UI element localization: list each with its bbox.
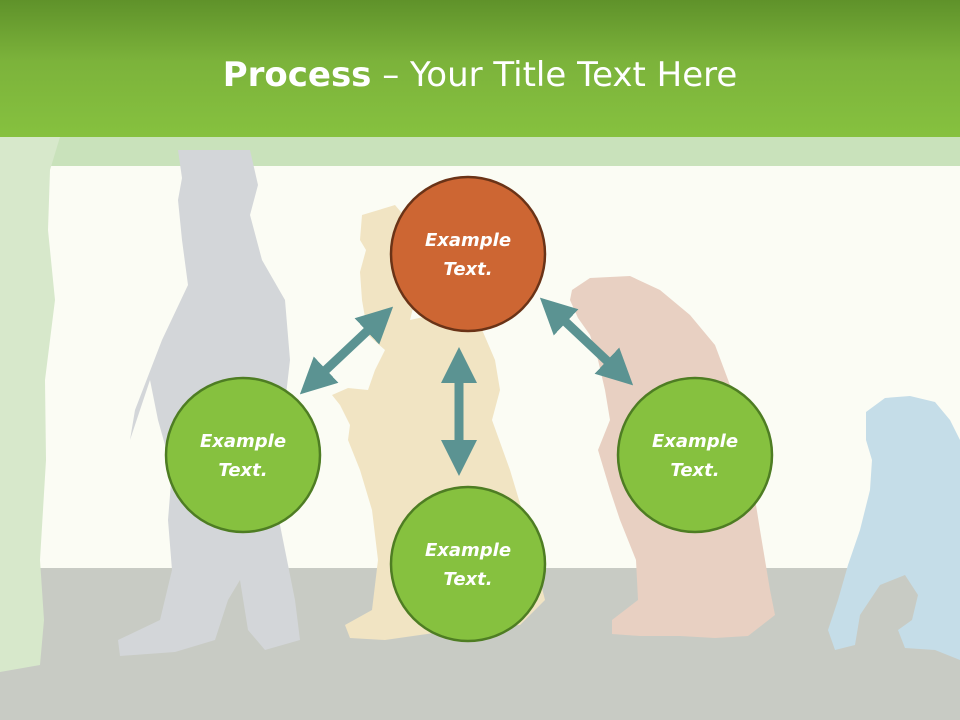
node-bottom-circle bbox=[389, 485, 547, 643]
title-rest: – Your Title Text Here bbox=[371, 55, 738, 95]
header-band bbox=[0, 137, 960, 166]
arrow-top-right bbox=[539, 297, 634, 386]
silhouette-human-icon bbox=[0, 137, 60, 672]
node-left-line1: Example bbox=[200, 431, 286, 452]
node-left-line2: Text. bbox=[218, 460, 267, 481]
arrow-top-left bbox=[299, 306, 394, 395]
node-left: Example Text. bbox=[164, 376, 322, 534]
node-right-line1: Example bbox=[652, 431, 738, 452]
node-bottom-line2: Text. bbox=[443, 569, 492, 590]
node-top-circle bbox=[389, 175, 547, 333]
header-bar bbox=[0, 0, 960, 137]
node-bottom: Example Text. bbox=[389, 485, 547, 643]
node-right: Example Text. bbox=[616, 376, 774, 534]
slide-title: Process – Your Title Text Here bbox=[0, 52, 960, 98]
node-top-line1: Example bbox=[425, 230, 511, 251]
node-right-circle bbox=[616, 376, 774, 534]
node-left-circle bbox=[164, 376, 322, 534]
node-top: Example Text. bbox=[389, 175, 547, 333]
node-bottom-line1: Example bbox=[425, 540, 511, 561]
node-right-line2: Text. bbox=[670, 460, 719, 481]
title-bold: Process bbox=[222, 55, 372, 95]
node-top-line2: Text. bbox=[443, 259, 492, 280]
silhouette-monkey-icon bbox=[828, 396, 960, 660]
